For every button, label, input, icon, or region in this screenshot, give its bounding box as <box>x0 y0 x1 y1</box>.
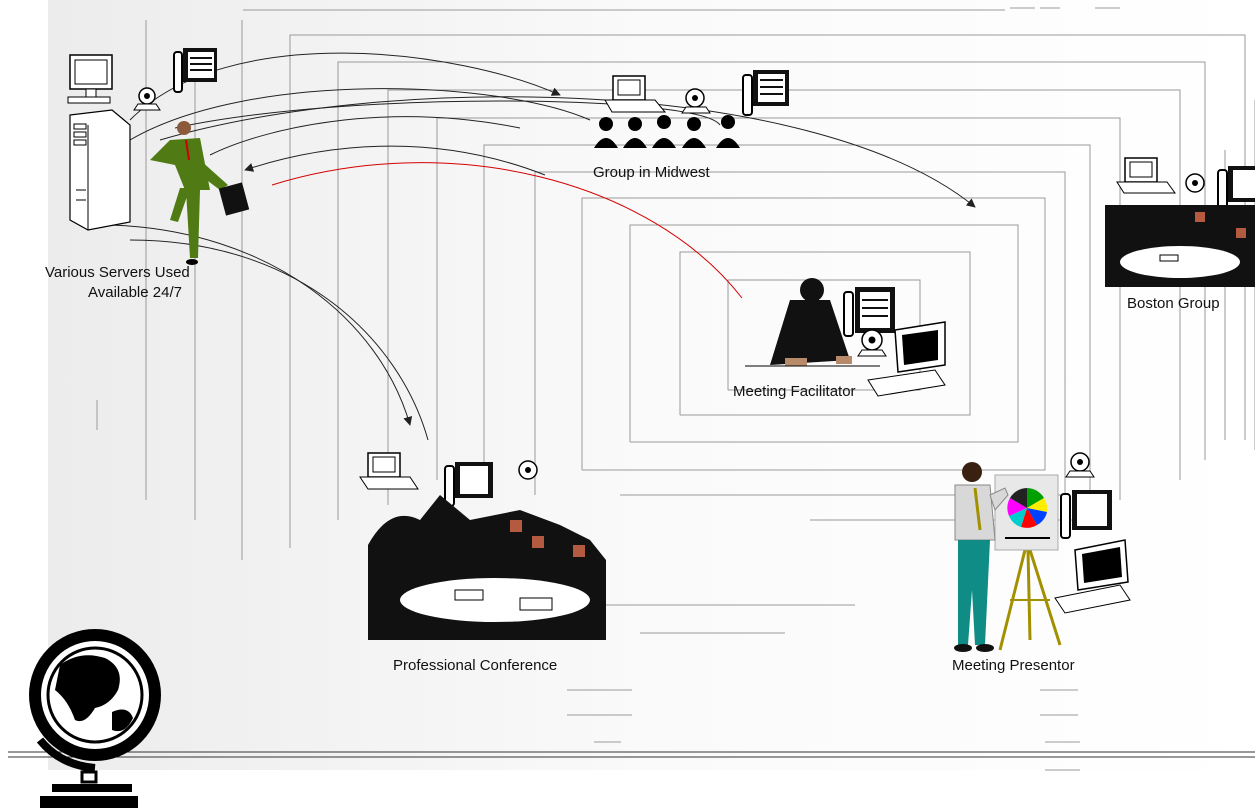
background-panel <box>48 0 1255 770</box>
boston-webcam-icon <box>1185 173 1205 193</box>
conference-desk-phone-icon <box>444 462 493 507</box>
arrow-midwest-to-server <box>244 145 546 176</box>
conference-laptop-icon <box>359 452 419 490</box>
conference-meeting-table-icon <box>368 495 606 640</box>
globe-icon <box>29 629 161 808</box>
boston-label: Boston Group <box>1127 295 1220 312</box>
baseline <box>8 751 1255 758</box>
presentor-figure-icon <box>954 462 1009 652</box>
arrow-server-to-boston <box>159 96 976 208</box>
facilitator-laptop-icon <box>867 321 946 397</box>
boston-meeting-table-icon <box>1105 205 1255 287</box>
facilitator-label: Meeting Facilitator <box>733 383 856 400</box>
conference-webcam-icon <box>518 460 538 480</box>
facilitator-desk-phone-icon <box>843 287 895 337</box>
presentor-label: Meeting Presentor <box>952 657 1075 674</box>
midwest-label: Group in Midwest <box>593 164 710 181</box>
facilitator-webcam-icon <box>857 329 887 357</box>
server-tower-icon <box>69 109 131 231</box>
arrow-server-to-conference <box>109 224 413 426</box>
boston-laptop-icon <box>1116 157 1176 194</box>
conference-label: Professional Conference <box>393 657 558 674</box>
arrow-server-to-midwest-2 <box>129 88 591 141</box>
presentor-webcam-icon <box>1065 452 1095 478</box>
midwest-webcam-icon <box>681 88 711 114</box>
monitor-icon <box>67 54 113 104</box>
arrow-midwest-to-server-2 <box>209 116 521 156</box>
servers-label-line1: Various Servers Used <box>45 264 190 281</box>
midwest-desk-phone-icon <box>742 70 789 116</box>
traveling-man-icon <box>150 121 250 265</box>
arrow-highlight-facilitator <box>271 162 743 299</box>
servers-label-line2: Available 24/7 <box>88 284 182 301</box>
desk-phone-icon <box>173 48 217 93</box>
easel-pie-chart-icon <box>994 474 1062 651</box>
audience-silhouette-icon <box>594 115 740 148</box>
arrow-server-to-boston-2 <box>174 100 721 129</box>
facilitator-figure-icon <box>745 278 880 367</box>
midwest-laptop-icon <box>604 75 667 113</box>
presentor-desk-phone-icon <box>1060 490 1112 539</box>
boston-desk-phone-icon <box>1217 166 1255 211</box>
webcam-icon <box>133 87 161 111</box>
presentor-laptop-icon <box>1054 539 1131 614</box>
